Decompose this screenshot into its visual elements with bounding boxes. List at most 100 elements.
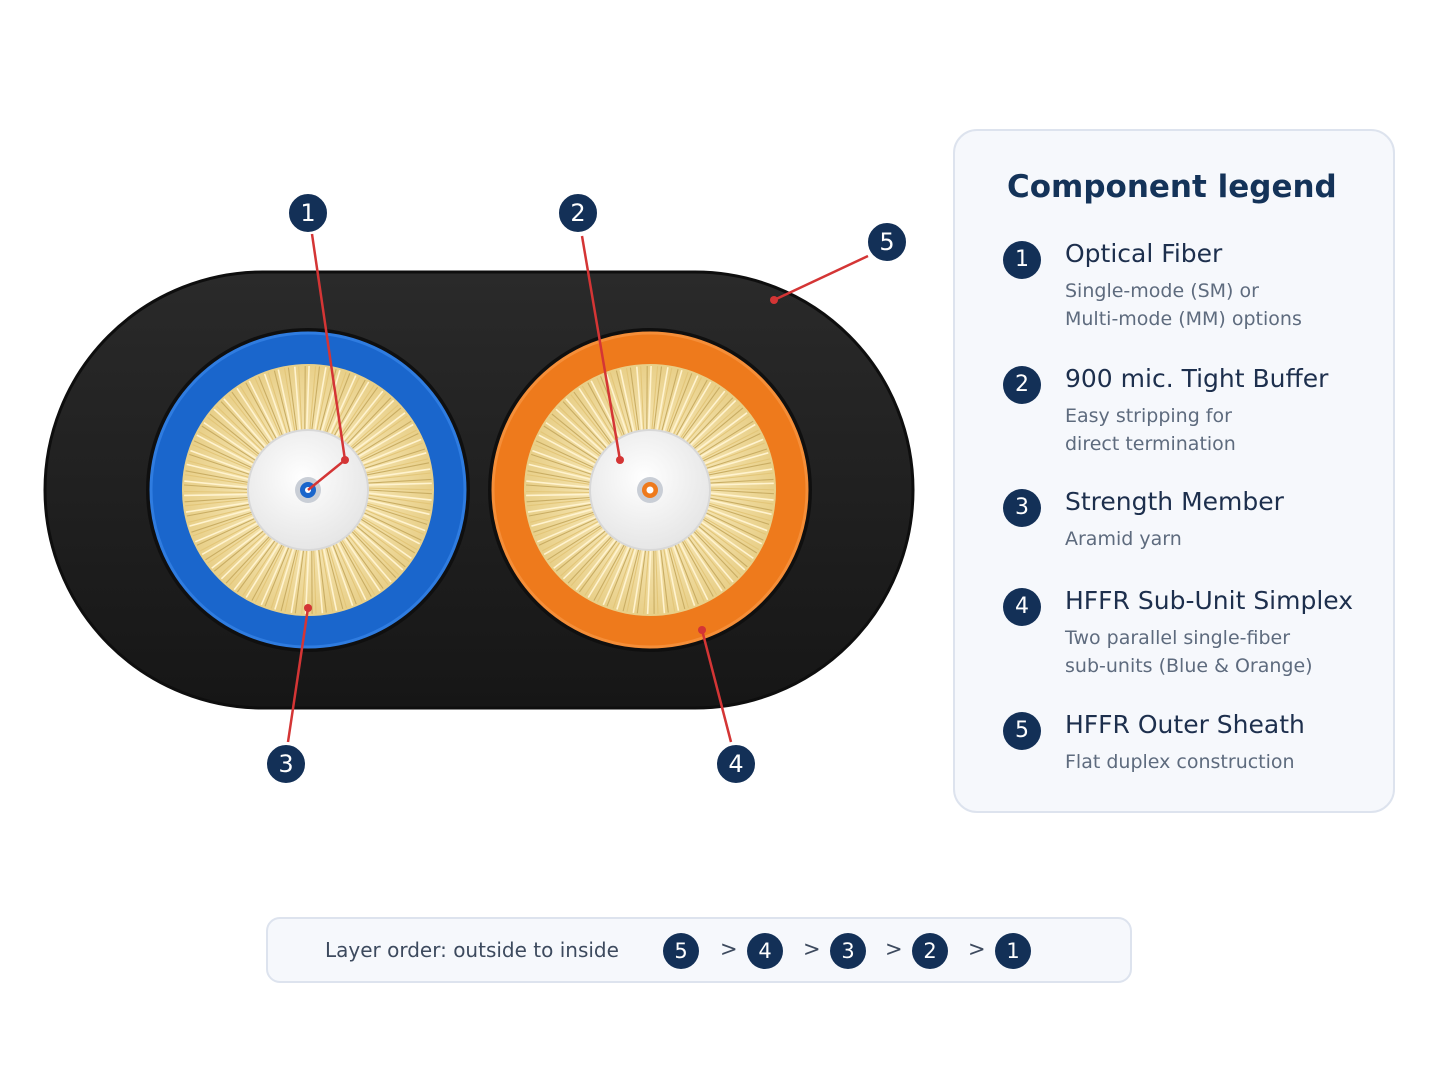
yarn-strand bbox=[560, 532, 609, 577]
yarn-strand bbox=[211, 528, 264, 569]
yarn-strand bbox=[636, 549, 647, 614]
yarn-strand bbox=[365, 507, 426, 532]
yarn-strand bbox=[622, 548, 640, 612]
yarn-strand bbox=[354, 526, 404, 571]
yarn-strand bbox=[680, 384, 717, 439]
yarn-strand bbox=[318, 548, 327, 613]
yarn-strand bbox=[313, 549, 317, 614]
legend-item-desc: Flat duplex construction bbox=[1065, 751, 1295, 773]
yarn-strand bbox=[236, 387, 273, 443]
yarn-strand bbox=[636, 366, 643, 431]
yarn-strand bbox=[236, 539, 276, 593]
yarn-strand bbox=[707, 462, 772, 476]
yarn-strand bbox=[191, 511, 253, 533]
yarn-strand bbox=[651, 366, 659, 431]
leader-line-2 bbox=[580, 235, 622, 461]
yarn-strand bbox=[535, 440, 595, 469]
yarn-strand bbox=[242, 541, 279, 596]
yarn-strand bbox=[692, 404, 741, 449]
order-badge-5: 5 bbox=[663, 933, 699, 969]
leader-line-3 bbox=[286, 607, 310, 743]
yarn-strand bbox=[254, 377, 282, 437]
yarn-strand bbox=[670, 375, 699, 435]
yarn-strand bbox=[274, 548, 295, 610]
yarn-strand bbox=[294, 366, 301, 431]
yarn-strand bbox=[311, 366, 321, 431]
yarn-strand bbox=[664, 547, 680, 611]
yarn-strand bbox=[660, 548, 669, 613]
yarn-strand bbox=[199, 520, 257, 552]
order-separator: > bbox=[803, 937, 821, 961]
yarn-strand bbox=[186, 503, 250, 517]
order-badge-2: 2 bbox=[912, 933, 948, 969]
yarn-strand bbox=[314, 367, 327, 431]
yarn-strand bbox=[348, 532, 392, 583]
yarn-strand bbox=[360, 518, 416, 554]
yarn-strand bbox=[343, 393, 387, 443]
yarn-strand bbox=[322, 547, 338, 611]
yarn-strand bbox=[359, 429, 417, 460]
yarn-strand bbox=[185, 470, 249, 484]
legend-badge: 1 bbox=[1003, 241, 1041, 279]
yarn-strand bbox=[683, 539, 718, 595]
yarn-strand bbox=[547, 524, 602, 561]
legend-item-title: Strength Member bbox=[1065, 487, 1284, 516]
yarn-strand bbox=[209, 413, 260, 456]
yarn-strand bbox=[527, 470, 591, 484]
svg-text:5: 5 bbox=[879, 228, 894, 256]
yarn-strand bbox=[287, 367, 298, 432]
yarn-strand bbox=[581, 385, 617, 441]
yarn-strand bbox=[254, 544, 285, 603]
yarn-strand bbox=[321, 548, 334, 612]
yarn-strand bbox=[658, 367, 673, 431]
yarn-strand bbox=[366, 468, 431, 479]
yarn-strand bbox=[264, 546, 290, 607]
yarn-strand bbox=[207, 526, 261, 564]
yarn-strand bbox=[185, 501, 250, 513]
yarn-strand bbox=[364, 509, 425, 535]
order-separator: > bbox=[885, 937, 903, 961]
yarn-strand bbox=[196, 434, 254, 466]
yarn-strand bbox=[632, 549, 645, 614]
yarn-strand bbox=[663, 548, 676, 612]
yarn-strand bbox=[706, 509, 767, 535]
yarn-strand bbox=[690, 532, 734, 583]
yarn-strand bbox=[570, 537, 614, 587]
yarn-strand bbox=[688, 397, 734, 445]
yarn-strand bbox=[681, 540, 714, 597]
yarn-strand bbox=[701, 429, 759, 460]
yarn-strand bbox=[625, 368, 638, 432]
yarn-strand bbox=[294, 549, 305, 614]
layer-order-label: Layer order: outside to inside bbox=[325, 938, 619, 962]
yarn-strand bbox=[606, 546, 632, 607]
yarn-strand bbox=[263, 373, 287, 435]
svg-text:2: 2 bbox=[570, 199, 585, 227]
yarn-strand bbox=[551, 413, 602, 456]
order-separator: > bbox=[968, 937, 986, 961]
yarn-strand bbox=[225, 535, 271, 584]
yarn-strand bbox=[689, 534, 731, 585]
yarn-strand bbox=[260, 545, 288, 606]
yarn-strand bbox=[695, 412, 748, 452]
yarn-strand bbox=[189, 508, 252, 527]
yarn-strand bbox=[350, 404, 399, 449]
yarn-strand bbox=[707, 458, 771, 474]
yarn-strand bbox=[646, 549, 652, 615]
yarn-strand bbox=[233, 538, 275, 591]
order-badge-1: 1 bbox=[995, 933, 1031, 969]
yarn-strand bbox=[367, 472, 431, 481]
yarn-strand bbox=[575, 538, 617, 591]
yarn-strand bbox=[587, 542, 623, 598]
yarn-strand bbox=[662, 369, 683, 432]
yarn-strand bbox=[643, 549, 650, 614]
yarn-strand bbox=[527, 501, 592, 513]
yarn-strand bbox=[213, 408, 262, 453]
yarn-strand bbox=[708, 502, 771, 522]
yarn-strand bbox=[667, 373, 693, 434]
yarn-strand bbox=[647, 365, 652, 431]
yarn-strand bbox=[612, 547, 635, 609]
yarn-strand bbox=[330, 545, 354, 606]
legend-badge: 2 bbox=[1003, 366, 1041, 404]
yarn-strand bbox=[685, 537, 723, 592]
callout-2: 2 bbox=[557, 192, 599, 234]
